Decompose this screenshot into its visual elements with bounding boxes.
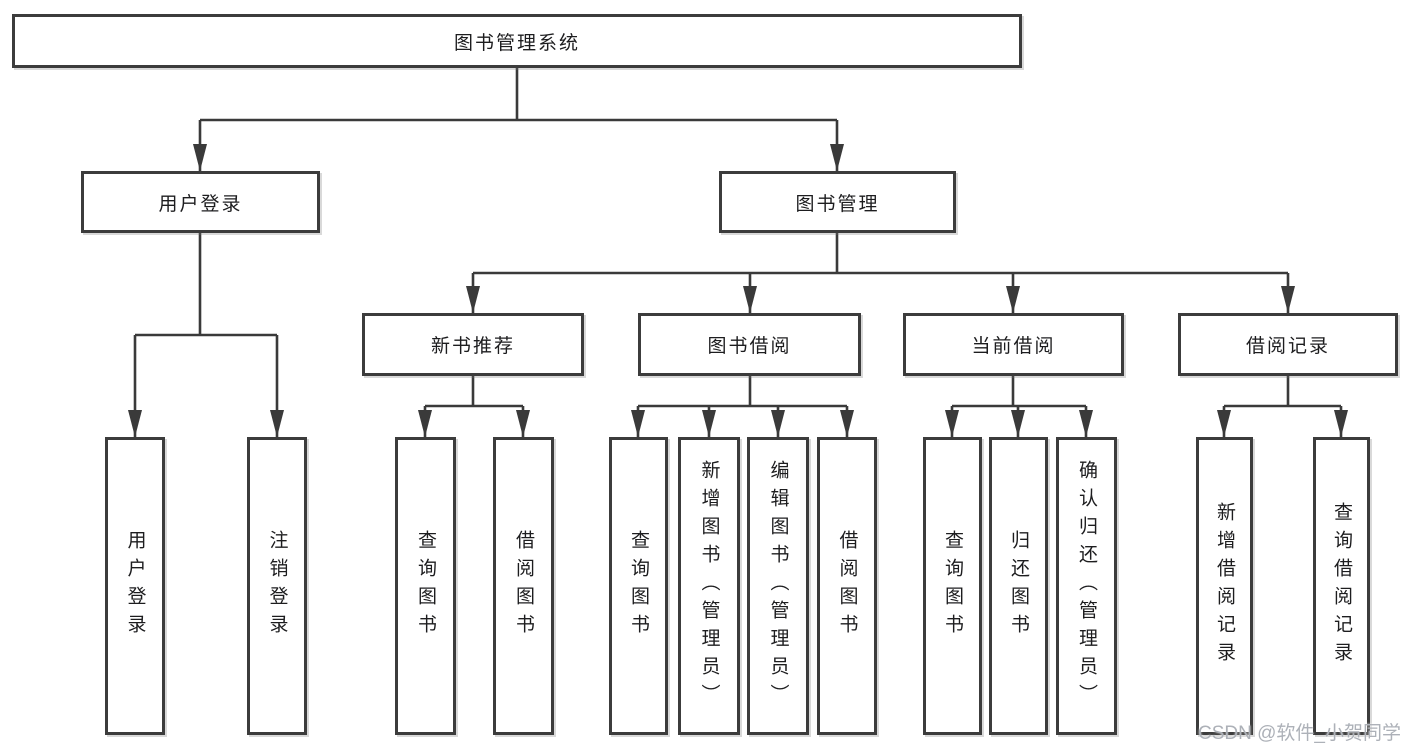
node-label: 新增图书（管理员） bbox=[698, 460, 720, 712]
arrowhead bbox=[466, 286, 480, 313]
node-label: 新增借阅记录 bbox=[1214, 502, 1235, 670]
arrowhead bbox=[771, 410, 785, 437]
node-edit-books-admin: 编辑图书（管理员） bbox=[747, 437, 809, 735]
arrowhead bbox=[516, 410, 530, 437]
node-borrowing-records: 借阅记录 bbox=[1178, 313, 1398, 376]
node-label: 查询借阅记录 bbox=[1331, 502, 1352, 670]
node-label: 新书推荐 bbox=[430, 336, 515, 357]
node-book-management: 图书管理 bbox=[719, 171, 956, 233]
arrowhead bbox=[1006, 286, 1020, 313]
node-label: 查询图书 bbox=[628, 530, 649, 642]
node-label: 借阅图书 bbox=[836, 530, 858, 642]
arrowhead bbox=[418, 410, 432, 437]
node-system-root: 图书管理系统 bbox=[12, 14, 1022, 68]
node-label: 借阅记录 bbox=[1245, 336, 1330, 357]
arrowhead bbox=[1011, 410, 1025, 437]
node-logout-action: 注销登录 bbox=[247, 437, 307, 735]
arrowhead bbox=[840, 410, 854, 437]
arrowhead bbox=[631, 410, 645, 437]
node-current-borrowing: 当前借阅 bbox=[903, 313, 1124, 376]
csdn-watermark: CSDN @软件_小贺同学 bbox=[1198, 723, 1401, 744]
node-add-books-admin: 新增图书（管理员） bbox=[678, 437, 740, 735]
node-user-login-action: 用户登录 bbox=[105, 437, 165, 735]
node-label: 查询图书 bbox=[415, 530, 436, 642]
node-label: 用户登录 bbox=[158, 193, 243, 215]
node-label: 图书借阅 bbox=[707, 336, 792, 357]
arrowheads-group bbox=[128, 144, 1348, 437]
edge-user-login-to-children bbox=[133, 233, 279, 437]
arrowhead bbox=[1334, 410, 1348, 437]
arrowhead bbox=[1217, 410, 1231, 437]
node-label: 当前借阅 bbox=[971, 336, 1056, 357]
edge-borrowing-to-children bbox=[636, 376, 849, 437]
arrowhead bbox=[128, 410, 142, 437]
arrowhead bbox=[702, 410, 716, 437]
node-book-borrowing: 图书借阅 bbox=[638, 313, 861, 376]
edge-root-to-level2 bbox=[198, 68, 839, 171]
node-label: 注销登录 bbox=[266, 530, 288, 642]
arrowhead bbox=[193, 144, 207, 171]
arrowhead bbox=[1079, 410, 1093, 437]
node-new-book-recommendation: 新书推荐 bbox=[362, 313, 584, 376]
arrowhead bbox=[945, 410, 959, 437]
node-add-borrow-record: 新增借阅记录 bbox=[1196, 437, 1253, 735]
node-query-books-recommend: 查询图书 bbox=[395, 437, 456, 735]
node-label: 借阅图书 bbox=[513, 530, 534, 642]
arrowhead bbox=[1281, 286, 1295, 313]
node-return-books: 归还图书 bbox=[989, 437, 1048, 735]
node-label: 归还图书 bbox=[1008, 530, 1029, 642]
node-label: 确认归还（管理员） bbox=[1076, 460, 1097, 712]
edge-book-management-to-children bbox=[471, 233, 1290, 313]
arrowhead bbox=[830, 144, 844, 171]
node-user-login: 用户登录 bbox=[81, 171, 320, 233]
node-query-books-borrowing: 查询图书 bbox=[609, 437, 668, 735]
node-label: 查询图书 bbox=[942, 530, 963, 642]
node-query-borrow-record: 查询借阅记录 bbox=[1313, 437, 1370, 735]
arrowhead bbox=[270, 410, 284, 437]
node-label: 用户登录 bbox=[124, 530, 146, 642]
node-label: 编辑图书（管理员） bbox=[767, 460, 789, 712]
node-borrow-books-borrowing: 借阅图书 bbox=[817, 437, 877, 735]
node-confirm-return-admin: 确认归还（管理员） bbox=[1056, 437, 1117, 735]
node-query-books-current: 查询图书 bbox=[923, 437, 982, 735]
node-borrow-books-recommend: 借阅图书 bbox=[493, 437, 554, 735]
edge-recommendation-to-children bbox=[423, 376, 525, 437]
edge-records-to-children bbox=[1222, 376, 1343, 437]
node-label: 图书管理系统 bbox=[453, 32, 580, 54]
arrowhead bbox=[743, 286, 757, 313]
node-label: 图书管理 bbox=[795, 193, 880, 215]
